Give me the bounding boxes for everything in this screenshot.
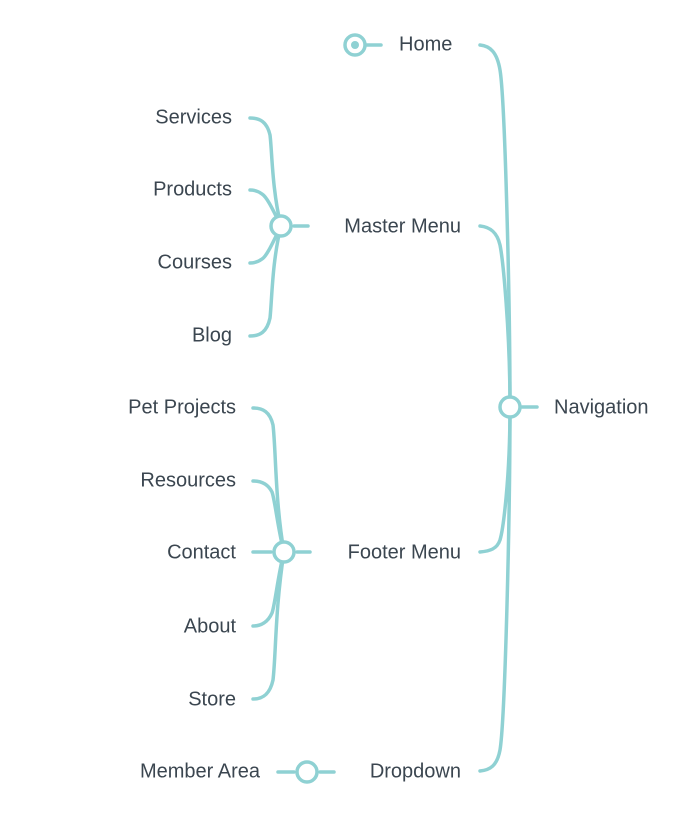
label-products[interactable]: Products bbox=[153, 178, 232, 200]
connector-footer-store bbox=[251, 550, 286, 701]
label-resources[interactable]: Resources bbox=[140, 469, 236, 491]
connector-footer-pet-projects bbox=[251, 406, 286, 554]
node-master-menu[interactable] bbox=[269, 214, 293, 238]
node-footer-menu[interactable] bbox=[272, 540, 296, 564]
connector-master-blog bbox=[248, 224, 283, 338]
label-member-area[interactable]: Member Area bbox=[140, 760, 261, 782]
node-home-center-dot bbox=[351, 41, 359, 49]
connector-navigation-footer-menu bbox=[478, 405, 512, 554]
label-store[interactable]: Store bbox=[188, 688, 236, 710]
connector-master-courses bbox=[248, 224, 283, 265]
nodes bbox=[269, 33, 522, 784]
connector-navigation-master-menu bbox=[478, 224, 512, 409]
label-blog[interactable]: Blog bbox=[192, 324, 232, 346]
label-contact[interactable]: Contact bbox=[167, 541, 236, 563]
label-services[interactable]: Services bbox=[155, 106, 232, 128]
connector-master-services bbox=[248, 116, 283, 228]
node-dropdown[interactable] bbox=[295, 760, 319, 784]
label-about[interactable]: About bbox=[184, 615, 237, 637]
node-navigation[interactable] bbox=[498, 395, 522, 419]
connector-master-products bbox=[248, 188, 283, 228]
connectors bbox=[248, 43, 539, 774]
connector-navigation-dropdown bbox=[478, 405, 512, 773]
label-master-menu[interactable]: Master Menu bbox=[344, 215, 461, 237]
label-dropdown[interactable]: Dropdown bbox=[370, 760, 461, 782]
label-footer-menu[interactable]: Footer Menu bbox=[348, 541, 461, 563]
label-courses[interactable]: Courses bbox=[158, 251, 232, 273]
label-pet-projects[interactable]: Pet Projects bbox=[128, 396, 236, 418]
label-home[interactable]: Home bbox=[399, 33, 452, 55]
labels: Navigation Home Master Menu Services Pro… bbox=[128, 33, 648, 782]
connector-footer-resources bbox=[251, 479, 286, 554]
label-navigation[interactable]: Navigation bbox=[554, 396, 649, 418]
